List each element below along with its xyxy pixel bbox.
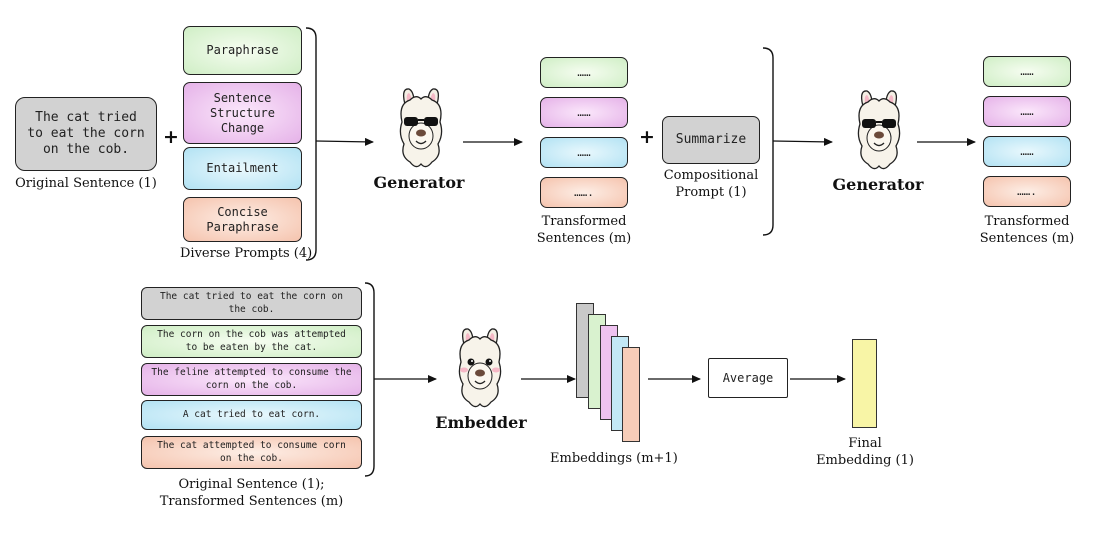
- llama-with-sunglasses-icon: [857, 90, 901, 170]
- final-embedding-bar: [852, 339, 877, 428]
- bottom-sentence-3: A cat tried to eat corn.: [141, 400, 362, 430]
- transformed-2-box-3: ……: [983, 136, 1071, 167]
- bracket-diverse-prompts: [305, 27, 317, 261]
- embeddings-caption: Embeddings (m+1): [550, 451, 678, 466]
- plus-sign-1: +: [163, 126, 179, 148]
- embedding-layer-peach: [622, 347, 640, 442]
- bottom-sentences-caption-line2: Transformed Sentences (m): [159, 494, 344, 509]
- diverse-prompts-caption: Diverse Prompts (4): [180, 246, 313, 261]
- llama-icon: [458, 328, 502, 408]
- generator-2-label: Generator: [832, 175, 924, 194]
- prompt-box-structure-change: Sentence Structure Change: [183, 82, 302, 144]
- bottom-sentence-1: The corn on the cob was attempted to be …: [141, 325, 362, 358]
- bottom-sentence-original: The cat tried to eat the corn on the cob…: [141, 287, 362, 320]
- bottom-sentence-4: The cat attempted to consume corn on the…: [141, 436, 362, 469]
- transformed-2-box-2: ……: [983, 96, 1071, 127]
- compositional-prompt-caption: Compositional Prompt (1): [663, 168, 759, 200]
- bottom-sentence-2: The feline attempted to consume the corn…: [141, 363, 362, 396]
- transformed-2-box-4: …….: [983, 176, 1071, 207]
- transformed-1-box-2: ……: [540, 97, 628, 128]
- arrow-to-generator-1: [315, 137, 374, 146]
- prompt-box-entailment: Entailment: [183, 147, 302, 190]
- embedder-label: Embedder: [435, 413, 527, 432]
- prompt-box-paraphrase: Paraphrase: [183, 26, 302, 75]
- original-sentence-box: The cat tried to eat the corn on the cob…: [15, 97, 157, 171]
- plus-sign-2: +: [639, 126, 655, 148]
- bracket-compositional: [762, 47, 774, 236]
- final-embedding-caption: Final Embedding (1): [816, 436, 914, 468]
- transformed-2-caption: Transformed Sentences (m): [979, 214, 1075, 246]
- average-box: Average: [708, 358, 788, 398]
- transformed-1-box-4: …….: [540, 177, 628, 208]
- transformed-1-box-1: ……: [540, 57, 628, 88]
- transformed-1-caption: Transformed Sentences (m): [536, 214, 632, 246]
- summarize-prompt-box: Summarize: [662, 116, 760, 164]
- bottom-sentences-caption-line1: Original Sentence (1);: [178, 477, 325, 492]
- generator-1-label: Generator: [373, 173, 465, 192]
- original-sentence-caption: Original Sentence (1): [15, 176, 157, 191]
- bracket-sentences: [364, 282, 375, 477]
- transformed-1-box-3: ……: [540, 137, 628, 168]
- transformed-2-box-1: ……: [983, 56, 1071, 87]
- prompt-box-concise-paraphrase: Concise Paraphrase: [183, 197, 302, 242]
- llama-with-sunglasses-icon: [399, 88, 443, 168]
- arrow-to-generator-2: [772, 137, 833, 146]
